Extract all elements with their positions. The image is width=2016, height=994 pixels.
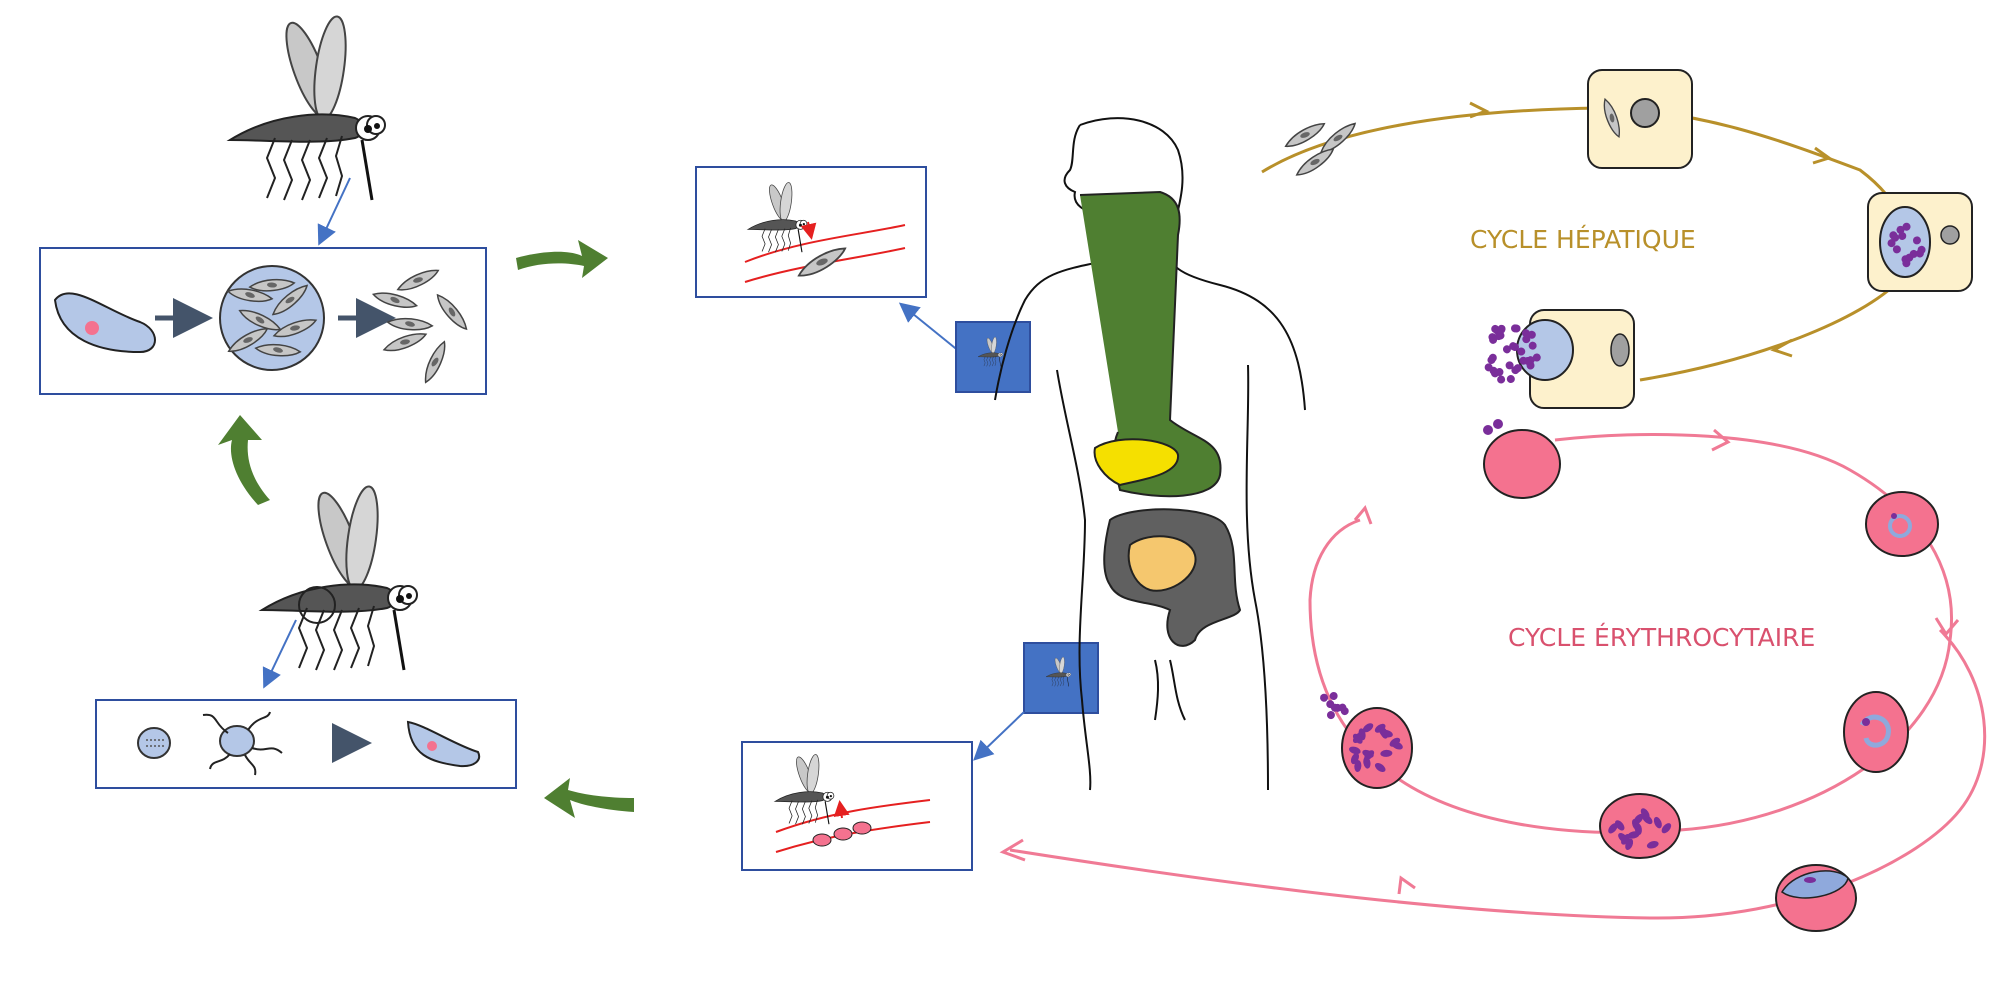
merozoite-icon: [1511, 343, 1520, 352]
green-arrow-left-bottom: [544, 778, 634, 818]
merozoite-icon: [1496, 331, 1505, 340]
merozoite-layer: [1320, 222, 1926, 850]
merozoite-icon: [1374, 762, 1386, 773]
merozoite-icon: [1905, 253, 1914, 262]
merozoite-icon: [1902, 222, 1911, 231]
erythrocytic-cycle: CYCLE ÉRYTHROCYTAIRE: [999, 419, 1987, 932]
merozoite-icon: [1661, 823, 1672, 834]
merozoite-icon: [1381, 729, 1393, 738]
merozoite-icon: [1320, 693, 1329, 702]
green-arrow-right-top: [516, 240, 608, 278]
merozoite-icon: [1329, 691, 1338, 700]
hepatic-cycle-label: CYCLE HÉPATIQUE: [1470, 225, 1696, 254]
merozoite-icon: [1896, 225, 1905, 234]
merozoite-icon: [1502, 345, 1511, 354]
merozoite-icon: [1517, 347, 1526, 356]
green-arrow-up: [218, 415, 270, 505]
mosquito-thumb-bottom: [1023, 642, 1099, 714]
merozoite-icon: [1487, 356, 1496, 365]
merozoite-icon: [1380, 749, 1393, 757]
merozoite-icon: [1349, 746, 1361, 755]
erythrocytic-cycle-label: CYCLE ÉRYTHROCYTAIRE: [1508, 623, 1815, 652]
merozoite-icon: [1511, 324, 1520, 333]
merozoite-icon: [1497, 375, 1506, 384]
hepatic-cycle: CYCLE HÉPATIQUE: [1261, 69, 1973, 409]
gametocyte-icon: [1775, 864, 1857, 932]
macrogamete-icon: [137, 727, 171, 759]
merozoite-icon: [1625, 838, 1634, 850]
merozoite-icon: [1528, 341, 1537, 350]
bottom-pointer-arrow: [262, 619, 297, 689]
merozoite-icon: [1891, 233, 1900, 242]
sporogony-box: [39, 247, 487, 395]
gametogony-box: [95, 699, 517, 789]
merozoite-icon: [1491, 369, 1500, 378]
merozoite-icon: [1615, 820, 1625, 831]
digestive-tract-icon: [1079, 190, 1242, 647]
top-pointer-arrow: [317, 177, 351, 246]
erythrocyte-icon: [1483, 419, 1561, 499]
merozoite-icon: [1532, 353, 1541, 362]
sporozoite-entry-icon: [1281, 121, 1362, 178]
merozoite-icon: [1350, 752, 1359, 765]
bite-inject-box: [695, 166, 927, 298]
merozoite-icon: [1912, 236, 1921, 245]
mosquito-bottom-icon: [260, 483, 419, 672]
merozoite-icon: [1608, 823, 1618, 834]
trophozoite-icon: [1843, 691, 1909, 773]
ring-stage-icon: [1865, 491, 1939, 557]
hepatocyte-icon: [1587, 69, 1693, 169]
ookinete-icon: [53, 292, 156, 354]
merozoite-icon: [1362, 749, 1374, 758]
merozoite-icon: [1389, 737, 1401, 747]
mosquito-thumb-top: [955, 321, 1031, 393]
merozoite-icon: [1506, 375, 1515, 384]
merozoite-icon: [1333, 703, 1342, 712]
merozoite-icon: [1489, 335, 1498, 344]
merozoite-icon: [1505, 361, 1514, 370]
bite-uptake-box: [741, 741, 973, 871]
merozoite-icon: [1352, 733, 1363, 744]
merozoite-icon: [1521, 329, 1530, 338]
mosquito-top-icon: [228, 13, 387, 202]
merozoite-icon: [1511, 366, 1520, 375]
merozoite-icon: [1646, 841, 1659, 849]
merozoite-icon: [1634, 823, 1642, 836]
microgamete-icon: [202, 711, 283, 776]
oocyst-icon: [219, 265, 325, 371]
merozoite-icon: [1522, 335, 1531, 344]
merozoite-icon: [1892, 245, 1901, 254]
merozoite-icon: [1363, 756, 1371, 769]
merozoite-icon: [1326, 711, 1335, 720]
merozoite-icon: [1362, 723, 1374, 733]
merozoite-icon: [1497, 325, 1506, 334]
merozoite-icon: [1917, 245, 1926, 254]
zygote-icon: [406, 720, 480, 768]
merozoite-icon: [1653, 816, 1662, 829]
merozoite-icon: [1898, 231, 1907, 240]
merozoite-icon: [1523, 356, 1532, 365]
merozoite-icon: [1354, 760, 1362, 773]
